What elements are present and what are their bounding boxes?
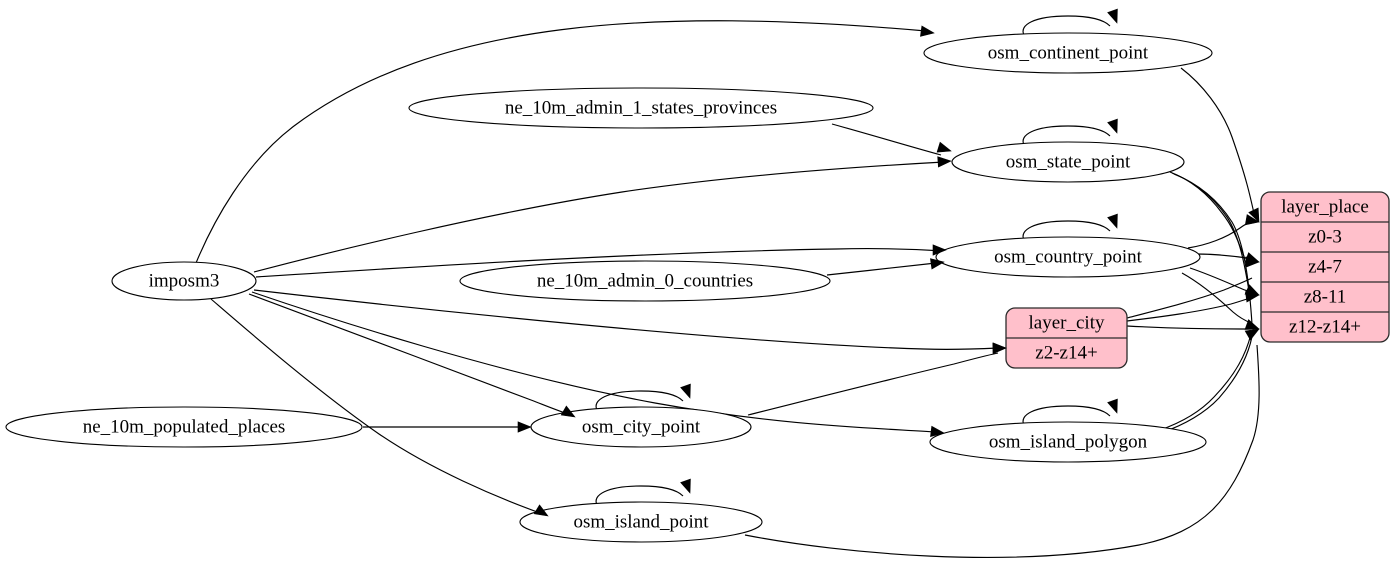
edge-osm_country_point-to-layer_place (1181, 272, 1252, 324)
edge-osm_continent_point-to-layer_place (1180, 67, 1256, 219)
arrowhead-layer_city-port-in (992, 342, 1007, 354)
edge-osm_country_point-to-layer_place (1195, 253, 1248, 259)
edge-layer_city-to-layer_place (1126, 277, 1253, 319)
node-ne_states[interactable]: ne_10m_admin_1_states_provinces (408, 87, 874, 129)
node-shape-osm_island_point (519, 501, 763, 543)
node-label-osm_island_point: osm_island_point (573, 511, 709, 532)
arrowhead-ne_states->osm_state_point (936, 141, 952, 153)
node-label-ne_populated: ne_10m_populated_places (83, 416, 286, 437)
edge-ne_countries-to-osm_country_point (826, 262, 937, 276)
arrowhead-to-layer_place-z4-7b (1245, 256, 1260, 268)
edge-osm_country_point-to-layer_place (1187, 219, 1256, 249)
record-node-layer_city[interactable]: layer_city z2-z14+ (1005, 307, 1128, 369)
arrowhead-self-osm_island_polygon (1107, 398, 1118, 414)
arrowhead-self-osm_continent_point (1107, 8, 1118, 24)
node-shape-imposm3 (111, 261, 257, 301)
edge-imposm3-to-osm_continent_point (195, 20, 927, 264)
arrowhead-self-osm_state_point (1107, 118, 1118, 134)
arrowhead-to-layer_place-z12b (1244, 328, 1260, 341)
self-loop-osm_island_polygon (1022, 405, 1111, 426)
node-shape-ne_populated (5, 406, 363, 448)
self-loop-osm_continent_point (1022, 15, 1111, 36)
arrowhead-imposm3->osm_state_point (937, 156, 952, 168)
record-box-layer_place (1260, 191, 1390, 343)
arrowhead-ne_populated->osm_city_point (517, 421, 532, 433)
edge-imposm3-to-osm_state_point (253, 161, 945, 273)
edge-osm_country_point-to-layer_place (1189, 267, 1252, 293)
record-row-layer_place-2[interactable]: z4-7 (1308, 256, 1342, 277)
node-osm_island_point[interactable]: osm_island_point (519, 501, 763, 543)
edge-osm_city_point-to-layer_city (747, 352, 999, 416)
self-loop-osm_state_point (1022, 125, 1111, 146)
node-osm_continent_point[interactable]: osm_continent_point (923, 32, 1213, 74)
edge-osm_island_polygon-to-layer_place (1162, 330, 1254, 433)
node-shape-osm_state_point (951, 141, 1185, 183)
record-row-layer_place-1[interactable]: z0-3 (1308, 226, 1342, 247)
edge-osm_island_point-to-layer_place (744, 344, 1260, 558)
node-osm_country_point[interactable]: osm_country_point (935, 236, 1201, 278)
record-row-layer_place-3[interactable]: z8-11 (1304, 286, 1347, 307)
node-shape-osm_country_point (935, 236, 1201, 278)
edge-imposm3-to-osm_city_point (248, 293, 569, 415)
node-ne_countries[interactable]: ne_10m_admin_0_countries (459, 260, 831, 302)
arrowhead-imposm3->osm_city_point (560, 405, 576, 418)
node-osm_state_point[interactable]: osm_state_point (951, 141, 1185, 183)
record-nodes-layer: layer_place z0-3 z4-7 z8-11 z12-z14+ layer_ci… (1005, 191, 1390, 369)
arrowhead-to-layer_place-z0-3b (1244, 214, 1260, 226)
arrowhead-self-osm_country_point (1107, 213, 1118, 229)
record-row-layer_city-header: layer_city (1029, 312, 1105, 333)
edge-imposm3-to-layer_city (253, 289, 999, 350)
edge-layer_city-to-layer_place (1126, 297, 1251, 322)
node-shape-osm_continent_point (923, 32, 1213, 74)
node-label-osm_country_point: osm_country_point (994, 246, 1142, 267)
record-row-layer_place-header: layer_place (1281, 196, 1369, 217)
self-loop-osm_country_point (1022, 220, 1111, 241)
arrowhead-imposm3->osm_continent_point (920, 25, 935, 37)
node-osm_island_polygon[interactable]: osm_island_polygon (929, 421, 1207, 463)
self-loop-layer (595, 15, 1111, 506)
node-ne_populated[interactable]: ne_10m_populated_places (5, 406, 363, 448)
edge-imposm3-to-osm_island_point (210, 298, 541, 514)
edge-ne_states-to-osm_state_point (831, 123, 942, 156)
edge-osm_island_polygon-to-layer_place (1159, 333, 1252, 431)
node-shape-ne_states (408, 87, 874, 129)
node-imposm3[interactable]: imposm3 (111, 261, 257, 301)
node-osm_city_point[interactable]: osm_city_point (530, 406, 752, 448)
edge-imposm3-to-osm_island_polygon (251, 291, 937, 433)
nodes-layer: imposm3 ne_10m_admin_1_states_provincesne… (5, 32, 1213, 543)
record-node-layer_place[interactable]: layer_place z0-3 z4-7 z8-11 z12-z14+ (1260, 191, 1390, 343)
edge-osm_state_point-to-layer_place (1169, 171, 1246, 260)
record-row-layer_city-1[interactable]: z2-z14+ (1035, 342, 1097, 363)
arrowhead-imposm3->osm_island_polygon (930, 425, 945, 437)
node-label-ne_states: ne_10m_admin_1_states_provinces (505, 97, 777, 118)
node-shape-osm_island_polygon (929, 421, 1207, 463)
arrowhead-to-layer_place-z12 (1244, 319, 1260, 330)
arrowhead-to-layer_place-z0-3 (1248, 207, 1260, 223)
arrowheads-layer (517, 8, 1260, 517)
node-label-imposm3: imposm3 (149, 270, 220, 291)
edge-layer_city-to-layer_place (1126, 325, 1251, 330)
node-label-osm_island_polygon: osm_island_polygon (989, 431, 1148, 452)
self-loop-osm_island_point (595, 485, 684, 506)
arrowhead-ne_countries->osm_country_point (930, 258, 945, 270)
record-row-layer_place-4[interactable]: z12-z14+ (1289, 316, 1361, 337)
arrowhead-self-osm_island_point (680, 478, 691, 494)
arrowhead-to-layer_place-z8-11b (1245, 291, 1260, 303)
edge-imposm3-to-osm_country_point (255, 248, 945, 278)
arrowhead-imposm3->osm_island_point (533, 504, 549, 517)
node-label-ne_countries: ne_10m_admin_0_countries (537, 270, 753, 291)
self-loop-osm_city_point (595, 390, 684, 411)
node-label-osm_city_point: osm_city_point (582, 416, 701, 437)
node-shape-ne_countries (459, 260, 831, 302)
arrowhead-imposm3->osm_country_point (932, 244, 947, 256)
node-label-osm_continent_point: osm_continent_point (988, 42, 1149, 63)
arrowhead-self-osm_city_point (680, 383, 691, 399)
node-label-osm_state_point: osm_state_point (1006, 151, 1131, 172)
